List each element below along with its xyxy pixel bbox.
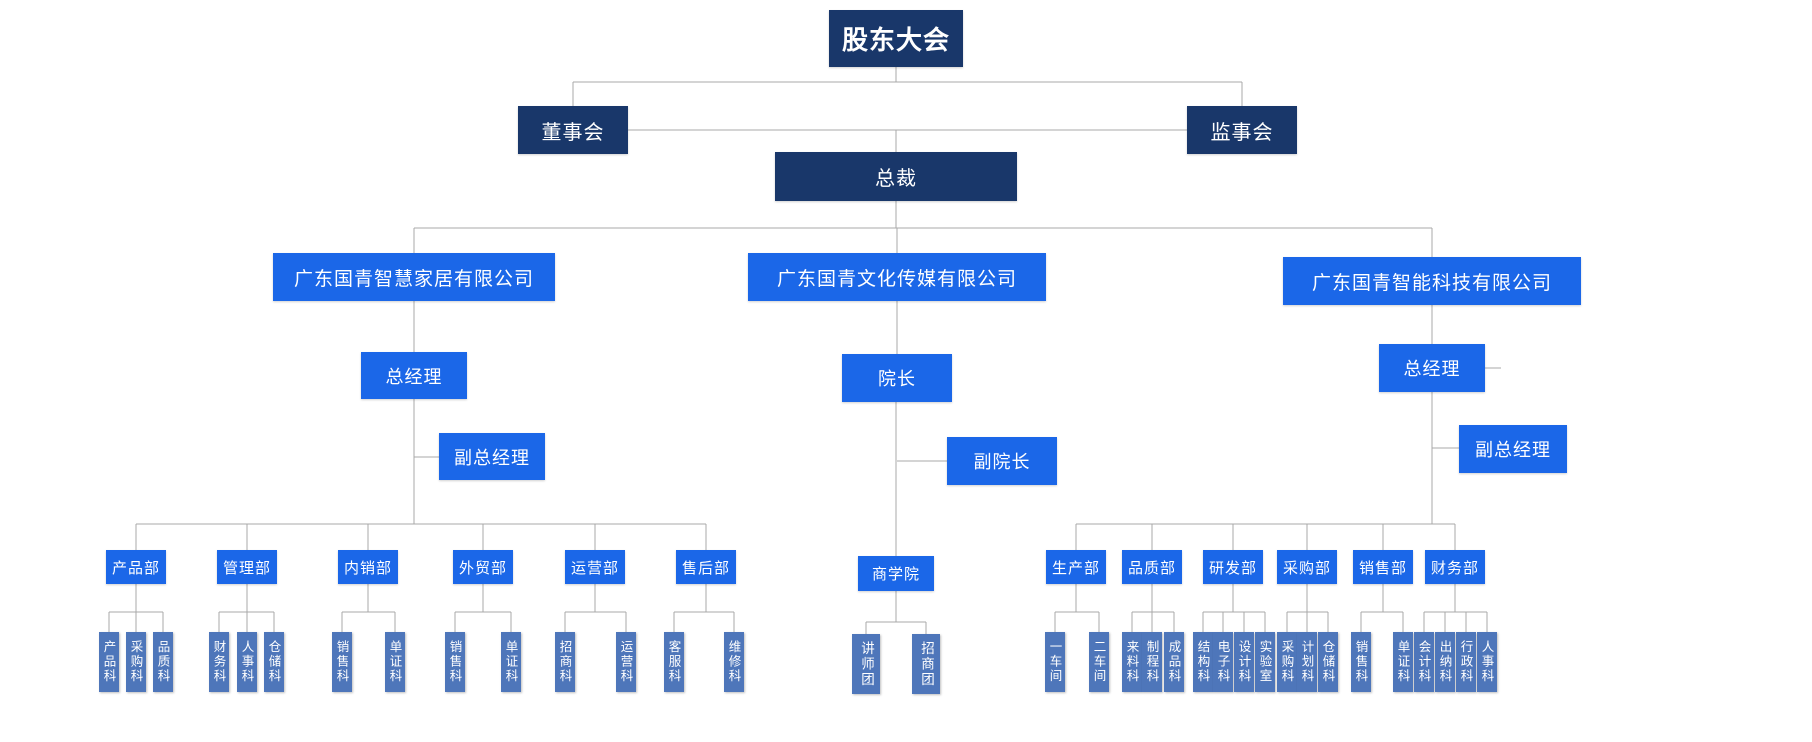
sub-workshop-2: 二车间 xyxy=(1089,632,1109,692)
sub-incoming-material: 来料科 xyxy=(1122,632,1142,692)
sub-structure-sec: 结构科 xyxy=(1193,632,1213,692)
dept-after-sales: 售后部 xyxy=(676,550,736,584)
dept-foreign-trade: 外贸部 xyxy=(453,550,513,584)
sub-docs-sec-foreign: 单证科 xyxy=(501,632,521,692)
sub-maintenance-sec: 维修科 xyxy=(724,632,744,692)
sub-customer-service-sec: 客服科 xyxy=(664,632,684,692)
gm-tech: 总经理 xyxy=(1379,344,1485,392)
dept-quality: 品质部 xyxy=(1122,550,1182,584)
sub-admin-sec: 行政科 xyxy=(1456,632,1476,692)
sub-investment-sec: 招商科 xyxy=(555,632,575,692)
dept-sales: 销售部 xyxy=(1353,550,1413,584)
company-smart-tech: 广东国青智能科技有限公司 xyxy=(1283,257,1581,305)
sub-warehouse-sec-tech: 仓储科 xyxy=(1318,632,1338,692)
sub-lab: 实验室 xyxy=(1255,632,1275,692)
dept-purchasing: 采购部 xyxy=(1277,550,1337,584)
sub-design-sec: 设计科 xyxy=(1234,632,1254,692)
sub-docs-sec-domestic: 单证科 xyxy=(385,632,405,692)
company-culture-media: 广东国青文化传媒有限公司 xyxy=(748,253,1046,301)
dept-product: 产品部 xyxy=(106,550,166,584)
business-school: 商学院 xyxy=(858,556,934,591)
sub-workshop-1: 一车间 xyxy=(1045,632,1065,692)
dept-production: 生产部 xyxy=(1046,550,1106,584)
sub-cashier-sec: 出纳科 xyxy=(1435,632,1455,692)
sub-docs-sec-tech: 单证科 xyxy=(1393,632,1413,692)
sub-electronics-sec: 电子科 xyxy=(1213,632,1233,692)
sub-process-sec: 制程科 xyxy=(1142,632,1162,692)
sub-purchasing-sec-home: 采购科 xyxy=(126,632,146,692)
sub-sales-sec-domestic: 销售科 xyxy=(332,632,352,692)
dean: 院长 xyxy=(842,354,952,402)
deputy-gm-home: 副总经理 xyxy=(439,433,545,480)
sub-finished-goods: 成品科 xyxy=(1164,632,1184,692)
sub-warehouse-sec-home: 仓储科 xyxy=(264,632,284,692)
supervisory-board: 监事会 xyxy=(1187,106,1297,154)
sub-sales-sec-tech: 销售科 xyxy=(1351,632,1371,692)
shareholders-meeting: 股东大会 xyxy=(829,10,963,67)
vice-dean: 副院长 xyxy=(947,437,1057,485)
sub-quality-sec-home: 品质科 xyxy=(153,632,173,692)
sub-finance-sec: 财务科 xyxy=(209,632,229,692)
president: 总裁 xyxy=(775,152,1017,201)
board-of-directors: 董事会 xyxy=(518,106,628,154)
sub-hr-sec-tech: 人事科 xyxy=(1477,632,1497,692)
deputy-gm-tech: 副总经理 xyxy=(1459,425,1567,473)
sub-sales-sec-foreign: 销售科 xyxy=(445,632,465,692)
dept-domestic-sales: 内销部 xyxy=(338,550,398,584)
investment-team: 招商团 xyxy=(912,634,940,694)
dept-rnd: 研发部 xyxy=(1203,550,1263,584)
dept-operations: 运营部 xyxy=(565,550,625,584)
dept-finance: 财务部 xyxy=(1425,550,1485,584)
company-smart-home: 广东国青智慧家居有限公司 xyxy=(273,253,555,301)
dept-admin: 管理部 xyxy=(217,550,277,584)
lecturer-team: 讲师团 xyxy=(852,634,880,694)
sub-accounting-sec: 会计科 xyxy=(1414,632,1434,692)
sub-hr-sec-home: 人事科 xyxy=(237,632,257,692)
sub-product-sec: 产品科 xyxy=(99,632,119,692)
sub-operations-sec: 运营科 xyxy=(616,632,636,692)
sub-purchasing-sec-tech: 采购科 xyxy=(1277,632,1297,692)
sub-planning-sec: 计划科 xyxy=(1297,632,1317,692)
gm-home: 总经理 xyxy=(361,352,467,399)
